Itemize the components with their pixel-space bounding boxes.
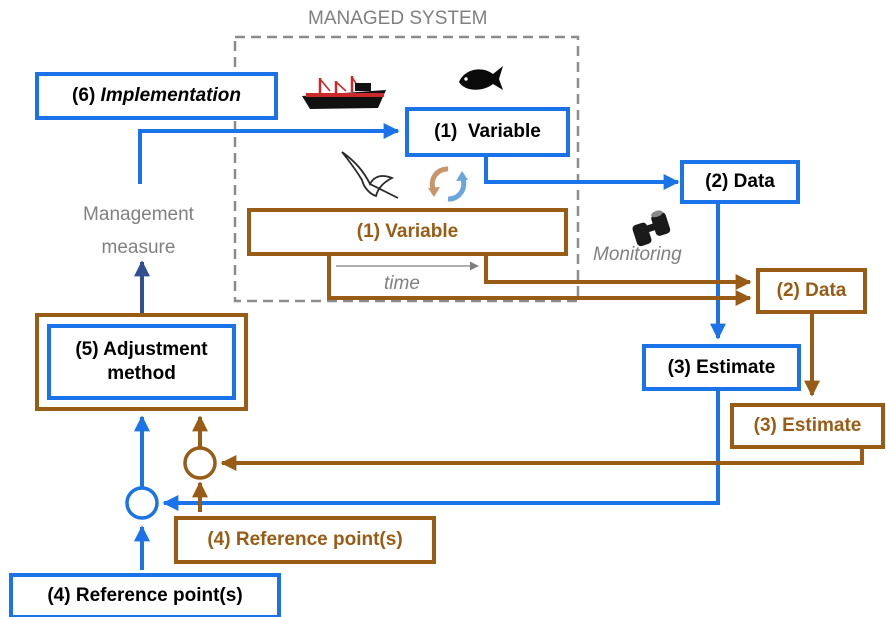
adjustment-method-box: (5) Adjustment method — [47, 324, 236, 400]
fish-icon — [459, 66, 503, 90]
adjustment-line-2: method — [107, 363, 176, 384]
managed-system-boundary — [233, 35, 580, 303]
implementation-label: Implementation — [100, 85, 241, 107]
brown-comparator-circle — [183, 446, 217, 480]
brown-arrow-variable-to-data-lower — [327, 254, 752, 306]
adjustment-outer-box: (5) Adjustment method — [35, 313, 248, 411]
implementation-box: (6) Implementation — [35, 72, 278, 120]
adjustment-line-1: (5) Adjustment — [75, 339, 208, 361]
seabird-icon — [341, 151, 399, 199]
arrow-estimate-to-comparator — [162, 389, 720, 511]
cycle-arrows-icon — [428, 166, 468, 202]
managed-system-label: MANAGED SYSTEM — [308, 8, 488, 29]
fishing-vessel-icon — [302, 76, 386, 109]
brown-arrow-variable-to-data-upper — [484, 254, 752, 290]
arrow-variable-to-data — [484, 156, 680, 190]
blue-estimate-box: (3) Estimate — [642, 344, 801, 391]
brown-data-box: (2) Data — [756, 268, 867, 314]
management-measure-label: Management measure — [46, 198, 231, 264]
management-line-1: Management — [83, 204, 194, 225]
blue-data-box: (2) Data — [680, 160, 800, 204]
blue-variable-box: (1) Variable — [405, 107, 570, 157]
brown-estimate-box: (3) Estimate — [730, 403, 885, 449]
blue-reference-box: (4) Reference point(s) — [9, 573, 281, 617]
implementation-prefix: (6) — [72, 85, 101, 107]
monitoring-label: Monitoring — [593, 244, 682, 265]
binoculars-icon — [632, 210, 671, 247]
brown-arrow-estimate-to-comparator — [220, 446, 864, 471]
arrow-implementation-to-variable — [138, 123, 400, 184]
brown-variable-box: (1) Variable — [247, 208, 568, 256]
time-label: time — [384, 273, 420, 294]
management-line-2: measure — [101, 237, 176, 258]
brown-reference-box: (4) Reference point(s) — [174, 516, 436, 564]
blue-comparator-circle — [125, 486, 159, 520]
